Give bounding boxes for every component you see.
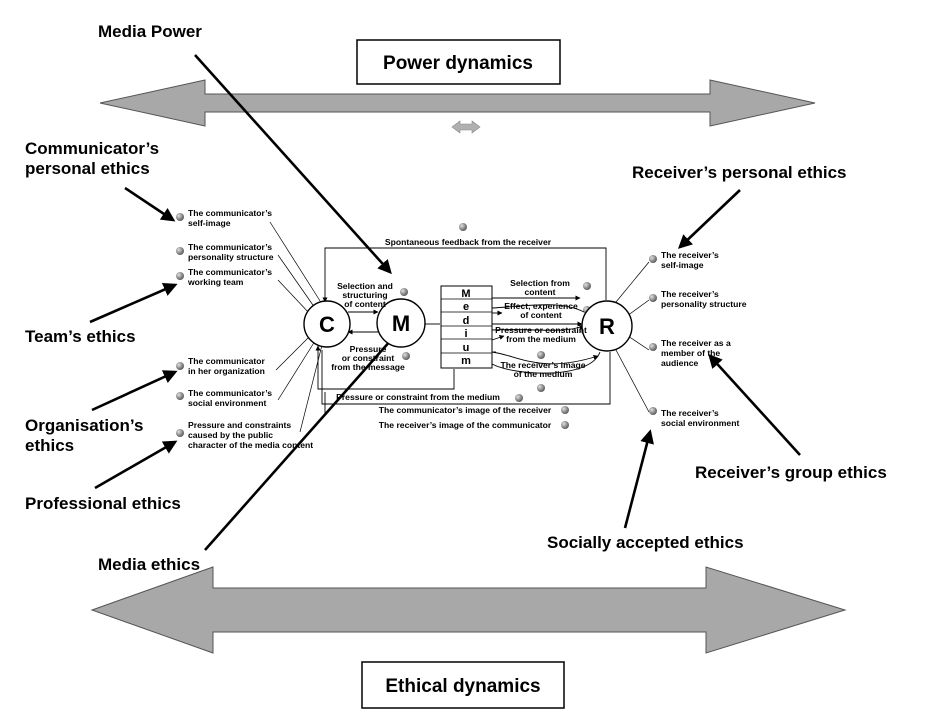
ethical-dynamics-arrow (90, 566, 847, 654)
power-dynamics-title: Power dynamics (383, 53, 533, 74)
label-receivers-personal-ethics: Receiver’s personal ethics (632, 163, 847, 182)
svg-text:R: R (599, 314, 615, 339)
svg-text:M: M (392, 311, 410, 336)
label-organisations-ethics-line1: Organisation’s (25, 416, 143, 435)
flow-pressure-message-3: from the message (331, 362, 405, 372)
medium-letter-2: d (463, 315, 470, 327)
comm-social-2: social environment (188, 398, 266, 408)
arrow-communicators-personal (124, 186, 176, 222)
flow-recv-image-communicator-label: The receiver’s image of the communicator (379, 420, 552, 430)
recv-social-2: social environment (661, 418, 739, 428)
flow-pressure-medium-bottom-label: Pressure or constraint from the medium (336, 392, 500, 402)
medium-letter-1: e (463, 301, 469, 313)
node-receiver: R (581, 300, 633, 352)
arrow-receivers-personal (677, 189, 741, 249)
flow-image-medium-2: of the medium (514, 369, 573, 379)
recv-personality-1: The receiver’s (661, 289, 719, 299)
flow-selection-content-1: Selection from (510, 278, 570, 288)
medium-letter-0: M (461, 288, 470, 300)
label-receivers-group-ethics: Receiver’s group ethics (695, 463, 887, 482)
central-flow-lines (315, 247, 611, 415)
arrow-media-power (194, 54, 392, 275)
flow-selection-content-2: content (524, 287, 555, 297)
medium-letter-4: u (463, 342, 470, 354)
receiver-factor-lines (615, 261, 650, 413)
ethics-pointer-arrows (89, 54, 801, 551)
power-dynamics-box (356, 39, 561, 85)
label-socially-accepted-ethics: Socially accepted ethics (547, 533, 744, 552)
label-communicators-personal-ethics-line2: personal ethics (25, 159, 150, 178)
arrow-receivers-group (708, 353, 801, 456)
recv-personality-2: personality structure (661, 299, 747, 309)
comm-personality-1: The communicator’s (188, 242, 272, 252)
comm-team-1: The communicator’s (188, 267, 272, 277)
medium-letter-3: i (464, 328, 467, 340)
flow-pressure-message-2: or constraint (342, 353, 395, 363)
flow-pressure-medium-right-2: from the medium (506, 334, 576, 344)
flow-selection-structuring-1: Selection and (337, 281, 393, 291)
factor-balls (176, 213, 657, 437)
flow-comm-image-receiver (321, 350, 611, 405)
recv-self-image-2: self-image (661, 260, 704, 270)
flow-pressure-medium-right-1: Pressure or constraint (495, 325, 587, 335)
flow-pressure-medium-bottom (315, 345, 455, 390)
arrow-media-ethics (204, 319, 409, 551)
flow-selection-structuring-3: of content (344, 299, 386, 309)
comm-personality-2: personality structure (188, 252, 274, 262)
comm-public-2: caused by the public (188, 430, 273, 440)
power-dynamics-arrow (99, 79, 816, 127)
flow-labels: Spontaneous feedback from the receiver S… (331, 237, 587, 430)
comm-org-1: The communicator (188, 356, 266, 366)
flow-effect-2: of content (520, 310, 562, 320)
medium-box: M e d i u m (440, 285, 493, 369)
small-double-arrow-icon (451, 120, 481, 134)
node-message: M (376, 298, 426, 348)
flow-effect-1: Effect, experience (504, 301, 578, 311)
comm-self-image-2: self-image (188, 218, 231, 228)
label-communicators-personal-ethics-line1: Communicator’s (25, 139, 159, 158)
recv-member-1: The receiver as a (661, 338, 731, 348)
medium-letter-5: m (461, 355, 471, 367)
arrow-teams (89, 283, 178, 324)
flow-image-medium-1: The receiver’s image (500, 360, 585, 370)
recv-member-3: audience (661, 358, 698, 368)
arrow-professional (94, 440, 178, 490)
flow-feedback (322, 247, 607, 303)
recv-member-2: member of the (661, 348, 720, 358)
label-organisations-ethics-line2: ethics (25, 436, 74, 455)
svg-text:C: C (319, 312, 335, 337)
node-communicator: C (303, 300, 351, 348)
ethical-dynamics-title: Ethical dynamics (385, 676, 540, 697)
comm-self-image-1: The communicator’s (188, 208, 272, 218)
flow-selection-structuring-2: structuring (342, 290, 387, 300)
label-teams-ethics: Team’s ethics (25, 327, 136, 346)
comm-team-2: working team (187, 277, 244, 287)
comm-public-3: character of the media content (188, 440, 313, 450)
comm-social-1: The communicator’s (188, 388, 272, 398)
recv-self-image-1: The receiver’s (661, 250, 719, 260)
ethical-dynamics-box (361, 661, 565, 709)
label-media-ethics: Media ethics (98, 555, 200, 574)
label-professional-ethics: Professional ethics (25, 494, 181, 513)
communicator-factors: The communicator’s self-image The commun… (187, 208, 313, 450)
comm-public-1: Pressure and constraints (188, 420, 291, 430)
flow-feedback-label: Spontaneous feedback from the receiver (385, 237, 552, 247)
arrow-socially-accepted (623, 429, 654, 529)
flow-pressure-message-1: Pressure (350, 344, 387, 354)
comm-org-2: in her organization (188, 366, 265, 376)
arrow-organisations (91, 370, 178, 412)
label-media-power: Media Power (98, 22, 202, 41)
receiver-factors: The receiver’s self-image The receiver’s… (661, 250, 747, 428)
flow-comm-image-receiver-label: The communicator’s image of the receiver (379, 405, 552, 415)
recv-social-1: The receiver’s (661, 408, 719, 418)
